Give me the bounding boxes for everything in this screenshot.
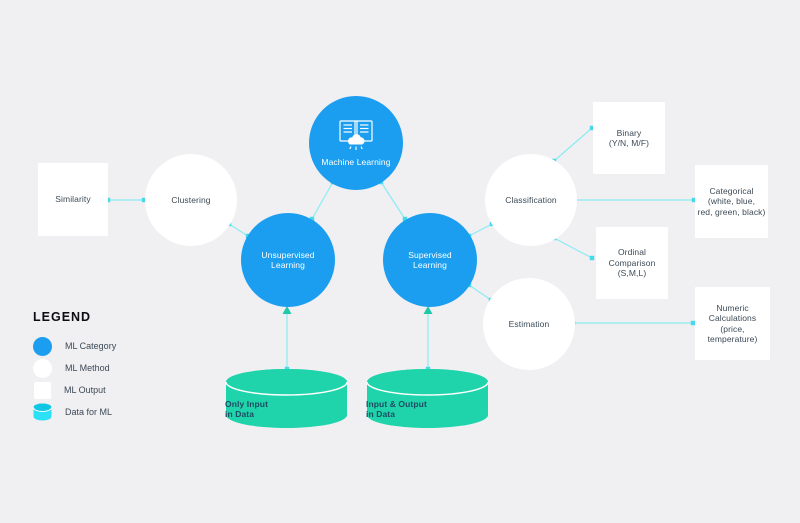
- legend-label: Data for ML: [65, 407, 113, 417]
- numeric-label-line1: Numeric: [716, 302, 749, 313]
- edge-ml-supervised: [380, 181, 406, 220]
- node-ordinal-comparison: Ordinal Comparison (S,M,L): [596, 227, 668, 299]
- only-input-label-line1: Only Input: [225, 399, 269, 409]
- ml-method-swatch-icon: [33, 358, 52, 378]
- legend-item-ml-category: ML Category: [33, 335, 116, 357]
- similarity-label: Similarity: [55, 194, 91, 205]
- legend-label: ML Method: [65, 363, 110, 373]
- ordinal-label-line1: Ordinal: [617, 247, 647, 258]
- node-input-output-data-cylinder: Input & Output in Data: [366, 368, 489, 431]
- edge-supervised-estimation: [468, 284, 492, 301]
- edge-supervised-classification: [468, 223, 493, 237]
- edge-ml-unsupervised: [311, 181, 334, 220]
- machine-learning-label: Machine Learning: [321, 156, 391, 167]
- input-output-label-line2: in Data: [366, 409, 396, 419]
- legend-item-data-for-ml: Data for ML: [33, 401, 116, 423]
- cylinder-shape: [366, 369, 489, 428]
- edge-arrowheads: [282, 306, 433, 314]
- edge-clustering-unsupervised: [228, 223, 249, 237]
- open-book-cloud-icon: [339, 120, 373, 150]
- node-similarity: Similarity: [38, 163, 108, 236]
- binary-label-line2: (Y/N, M/F): [608, 138, 650, 148]
- node-categorical: Categorical (white, blue, red, green, bl…: [695, 165, 768, 238]
- estimation-label: Estimation: [508, 318, 550, 329]
- edge-classification-ordinal: [553, 237, 593, 259]
- node-clustering: Clustering: [145, 154, 237, 246]
- binary-label-line1: Binary: [616, 127, 642, 138]
- edge-classification-binary: [553, 127, 593, 162]
- arrow-into-unsupervised: [282, 306, 292, 314]
- clustering-label: Clustering: [171, 194, 211, 205]
- numeric-label-line3: (price, temperature): [707, 323, 758, 345]
- legend-title: LEGEND: [33, 310, 92, 324]
- ordinal-label-line2: Comparison: [608, 257, 656, 268]
- data-for-ml-cylinder-icon: [33, 403, 52, 420]
- node-supervised-learning: Supervised Learning: [383, 213, 477, 307]
- legend-item-ml-output: ML Output: [33, 379, 116, 401]
- node-only-input-data-cylinder: Only Input in Data: [225, 368, 348, 431]
- legend-label: ML Category: [65, 341, 117, 351]
- only-input-label-line2: in Data: [225, 409, 255, 419]
- ml-category-swatch-icon: [33, 336, 52, 356]
- arrow-into-supervised: [423, 306, 433, 314]
- classification-label: Classification: [505, 194, 557, 205]
- supervised-label-line2: Learning: [413, 260, 447, 270]
- cylinder-shape: [225, 369, 348, 428]
- input-output-label-line1: Input & Output: [366, 399, 427, 409]
- node-binary: Binary (Y/N, M/F): [593, 102, 665, 174]
- node-estimation: Estimation: [483, 278, 575, 370]
- unsupervised-label-line1: Unsupervised: [261, 249, 315, 260]
- legend: LEGEND ML Category ML Method ML Output D…: [33, 310, 116, 423]
- ml-output-swatch-icon: [34, 381, 51, 399]
- ordinal-label-line3: (S,M,L): [617, 268, 647, 279]
- categorical-label-line2: (white, blue,: [707, 196, 756, 207]
- unsupervised-label-line2: Learning: [271, 260, 305, 270]
- supervised-label-line1: Supervised: [408, 249, 452, 260]
- node-classification: Classification: [485, 154, 577, 246]
- node-unsupervised-learning: Unsupervised Learning: [241, 213, 335, 307]
- legend-item-ml-method: ML Method: [33, 357, 116, 379]
- legend-label: ML Output: [64, 385, 106, 395]
- node-machine-learning: Machine Learning: [309, 96, 403, 190]
- categorical-label-line1: Categorical: [709, 185, 754, 196]
- categorical-label-line3: red, green, black): [697, 206, 766, 217]
- node-numeric-calculations: Numeric Calculations (price, temperature…: [695, 287, 770, 360]
- numeric-label-line2: Calculations: [708, 313, 757, 323]
